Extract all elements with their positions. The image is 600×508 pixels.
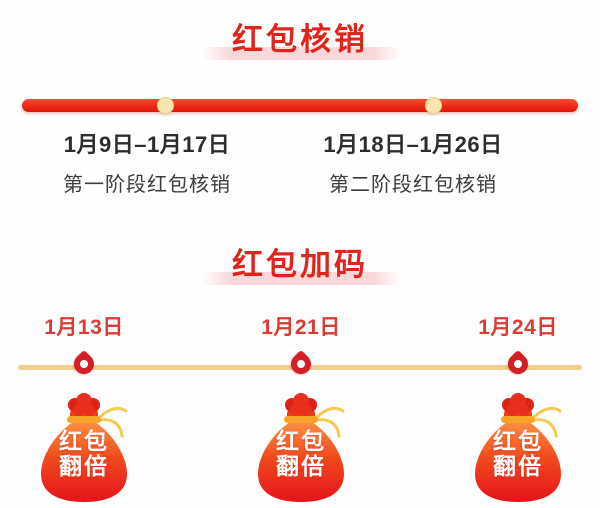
bag-badge-text: 红包 翻倍 bbox=[463, 429, 573, 479]
boost-event-2-date: 1月21日 bbox=[261, 316, 341, 339]
bag-badge-line2: 翻倍 bbox=[276, 453, 326, 479]
phase-1-date-range: 1月9日–1月17日 bbox=[63, 132, 231, 157]
phase-2-label: 第二阶段红包核销 bbox=[329, 174, 497, 196]
boost-section-title: 红包加码 bbox=[202, 239, 401, 285]
money-bag-3: 红包 翻倍 bbox=[463, 392, 573, 504]
bag-badge-line1: 红包 bbox=[493, 428, 543, 454]
phase-1-label: 第一阶段红包核销 bbox=[63, 174, 231, 196]
money-bag-icon bbox=[41, 393, 128, 502]
money-bag-2: 红包 翻倍 bbox=[246, 392, 356, 504]
money-bag-1: 红包 翻倍 bbox=[29, 392, 139, 504]
drop-shape bbox=[503, 349, 533, 379]
phase-2-date-range: 1月18日–1月26日 bbox=[323, 132, 503, 157]
verify-section-title: 红包核销 bbox=[202, 14, 401, 60]
drop-marker-icon bbox=[69, 349, 99, 379]
verify-title-row: 红包核销 bbox=[0, 14, 600, 60]
bag-badge-line2: 翻倍 bbox=[59, 453, 109, 479]
money-bag-icon bbox=[258, 393, 345, 502]
drop-shape bbox=[286, 349, 316, 379]
verify-phase-1: 1月9日–1月17日 第一阶段红包核销 bbox=[0, 127, 297, 197]
bag-badge-line2: 翻倍 bbox=[493, 453, 543, 479]
boost-event-3-date: 1月24日 bbox=[478, 316, 558, 339]
bag-badge-line1: 红包 bbox=[59, 428, 109, 454]
drop-marker-icon bbox=[503, 349, 533, 379]
money-bag-icon bbox=[475, 393, 562, 502]
bag-badge-text: 红包 翻倍 bbox=[246, 429, 356, 479]
bag-badge-line1: 红包 bbox=[276, 428, 326, 454]
drop-marker-icon bbox=[286, 349, 316, 379]
verify-phase-2: 1月18日–1月26日 第二阶段红包核销 bbox=[263, 127, 563, 197]
timeline-milestone-dot bbox=[157, 97, 174, 114]
boost-title-row: 红包加码 bbox=[0, 239, 600, 285]
drop-shape bbox=[69, 349, 99, 379]
bag-badge-text: 红包 翻倍 bbox=[29, 429, 139, 479]
timeline-milestone-dot bbox=[425, 97, 442, 114]
verify-timeline-bar bbox=[22, 99, 578, 112]
boost-event-1-date: 1月13日 bbox=[44, 316, 124, 339]
